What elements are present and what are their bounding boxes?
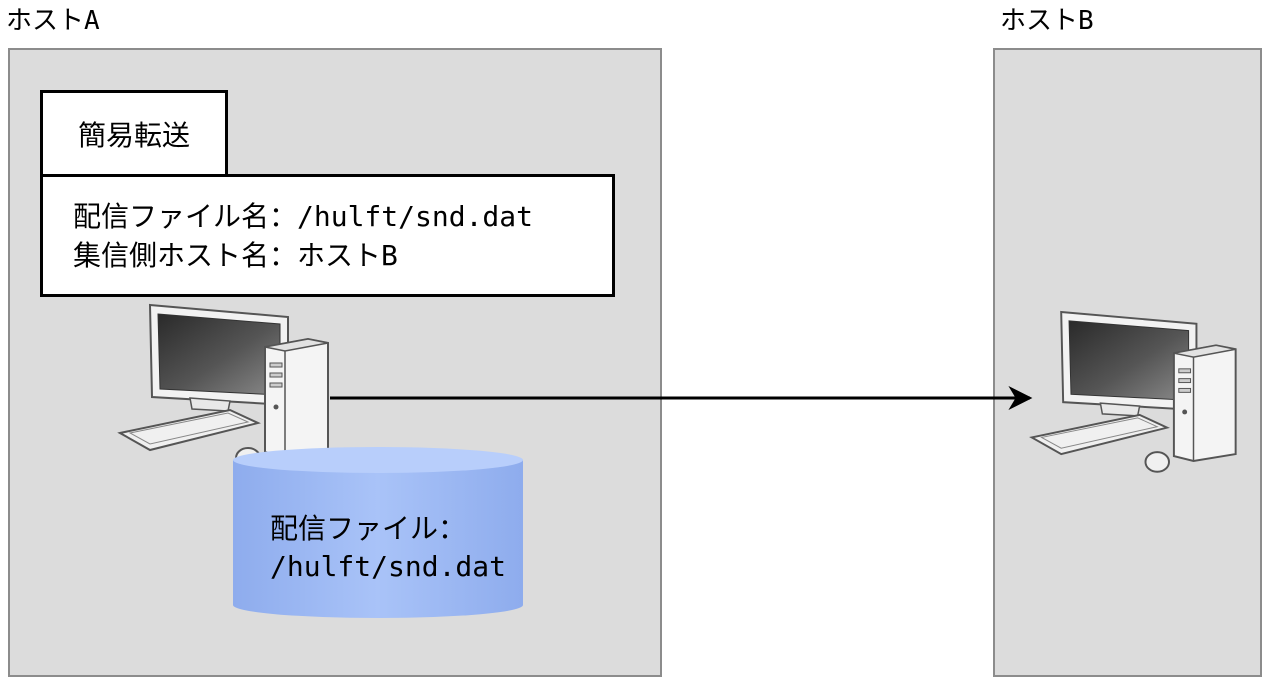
- send-file-name-line: 配信ファイル名：/hulft/snd.dat: [73, 200, 534, 233]
- computer-icon: [1029, 310, 1237, 473]
- computer-icon: [117, 303, 329, 469]
- transfer-info-box: 配信ファイル名：/hulft/snd.dat 集信側ホスト名：ホストB: [40, 174, 615, 297]
- transfer-title: 簡易転送: [77, 119, 190, 152]
- transfer-title-tab: 簡易転送: [40, 90, 228, 178]
- receive-host-line: 集信側ホスト名：ホストB: [73, 239, 398, 272]
- file-store-label: 配信ファイル： /hulft/snd.dat: [270, 510, 506, 586]
- host-b-label: ホストB: [1000, 6, 1094, 36]
- host-a-label: ホストA: [6, 6, 100, 36]
- file-store-title: 配信ファイル：: [270, 512, 467, 545]
- file-store-path: /hulft/snd.dat: [270, 550, 507, 583]
- database-icon: [233, 447, 523, 618]
